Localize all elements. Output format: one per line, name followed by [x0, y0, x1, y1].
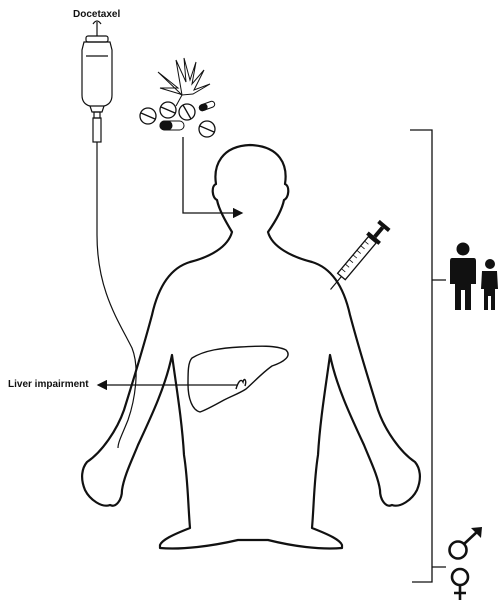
liver-impairment-label: Liver impairment	[8, 379, 89, 390]
right-bracket	[410, 130, 446, 582]
cannabis-leaf-icon	[158, 58, 210, 106]
docetaxel-label: Docetaxel	[73, 9, 120, 20]
female-symbol-icon	[452, 569, 468, 600]
male-symbol-icon	[450, 527, 483, 559]
iv-tube	[97, 150, 136, 448]
syringe-icon	[324, 219, 391, 294]
iv-bag-icon	[82, 21, 112, 150]
liver-icon	[188, 346, 288, 412]
adult-and-child-icon	[450, 243, 498, 311]
